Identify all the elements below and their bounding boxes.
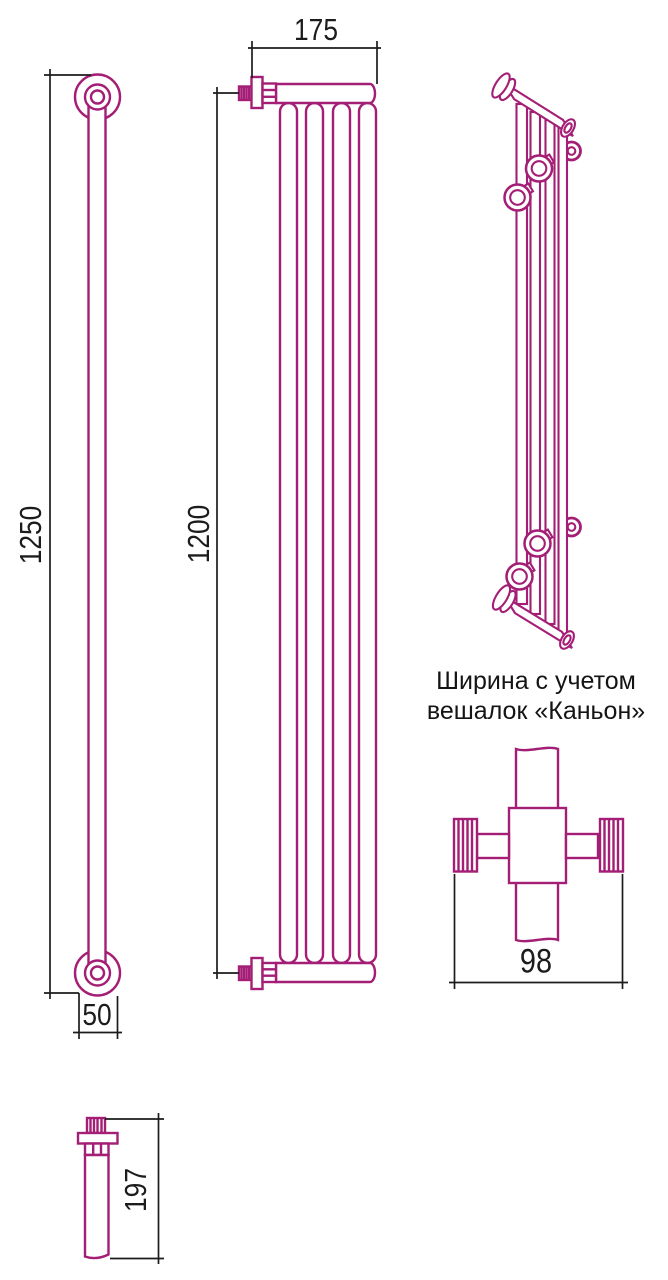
side-view-dimensions bbox=[44, 69, 122, 1039]
fitting-hex bbox=[83, 1142, 110, 1157]
dim-hanger-width-label: 98 bbox=[519, 942, 553, 981]
fitting-dimensions bbox=[105, 1113, 164, 1264]
fitting-view bbox=[76, 1116, 119, 1260]
side-view bbox=[73, 73, 122, 997]
hanger-collar bbox=[507, 806, 568, 885]
hanger-top-view bbox=[452, 746, 625, 943]
persp-footer-tube bbox=[504, 596, 573, 649]
bottom-mount-hole bbox=[89, 965, 106, 981]
footer-tube bbox=[274, 961, 377, 984]
dim-fitting-length-label: 197 bbox=[118, 1168, 153, 1212]
perspective-view bbox=[491, 72, 582, 650]
persp-tube-4 bbox=[557, 126, 569, 636]
front-view-dimensions bbox=[213, 41, 381, 979]
tube-2 bbox=[304, 101, 325, 965]
top-mount-hole bbox=[89, 89, 106, 105]
hanger-caption-line2: вешалок «Каньон» bbox=[426, 697, 646, 725]
dim-tube-height-label: 1200 bbox=[181, 504, 216, 564]
persp-tube-1 bbox=[515, 102, 529, 606]
hanger-arm-left bbox=[475, 832, 511, 860]
hanger-caption-line1: Ширина с учетом bbox=[436, 667, 636, 695]
top-hex-nut bbox=[261, 82, 278, 105]
dim-overall-height-label: 1250 bbox=[13, 505, 48, 565]
hanger-arm-right bbox=[564, 832, 600, 860]
tube-1 bbox=[278, 101, 299, 965]
bottom-flange bbox=[250, 956, 264, 991]
top-flange bbox=[250, 75, 264, 110]
fitting-tube bbox=[83, 1153, 110, 1260]
bottom-hex-nut bbox=[261, 961, 278, 984]
persp-top-mount-flange bbox=[491, 72, 511, 99]
dim-width-label: 175 bbox=[294, 12, 338, 47]
fitting-flange bbox=[76, 1131, 119, 1145]
dim-wall-offset-label: 50 bbox=[82, 997, 112, 1032]
hanger-caption: Ширина с учетом вешалок «Каньон» bbox=[427, 666, 645, 726]
tube-3 bbox=[331, 101, 352, 965]
tube-4 bbox=[357, 101, 378, 965]
header-tube bbox=[274, 82, 377, 105]
hanger-dimensions bbox=[449, 874, 628, 989]
front-view bbox=[237, 75, 378, 991]
